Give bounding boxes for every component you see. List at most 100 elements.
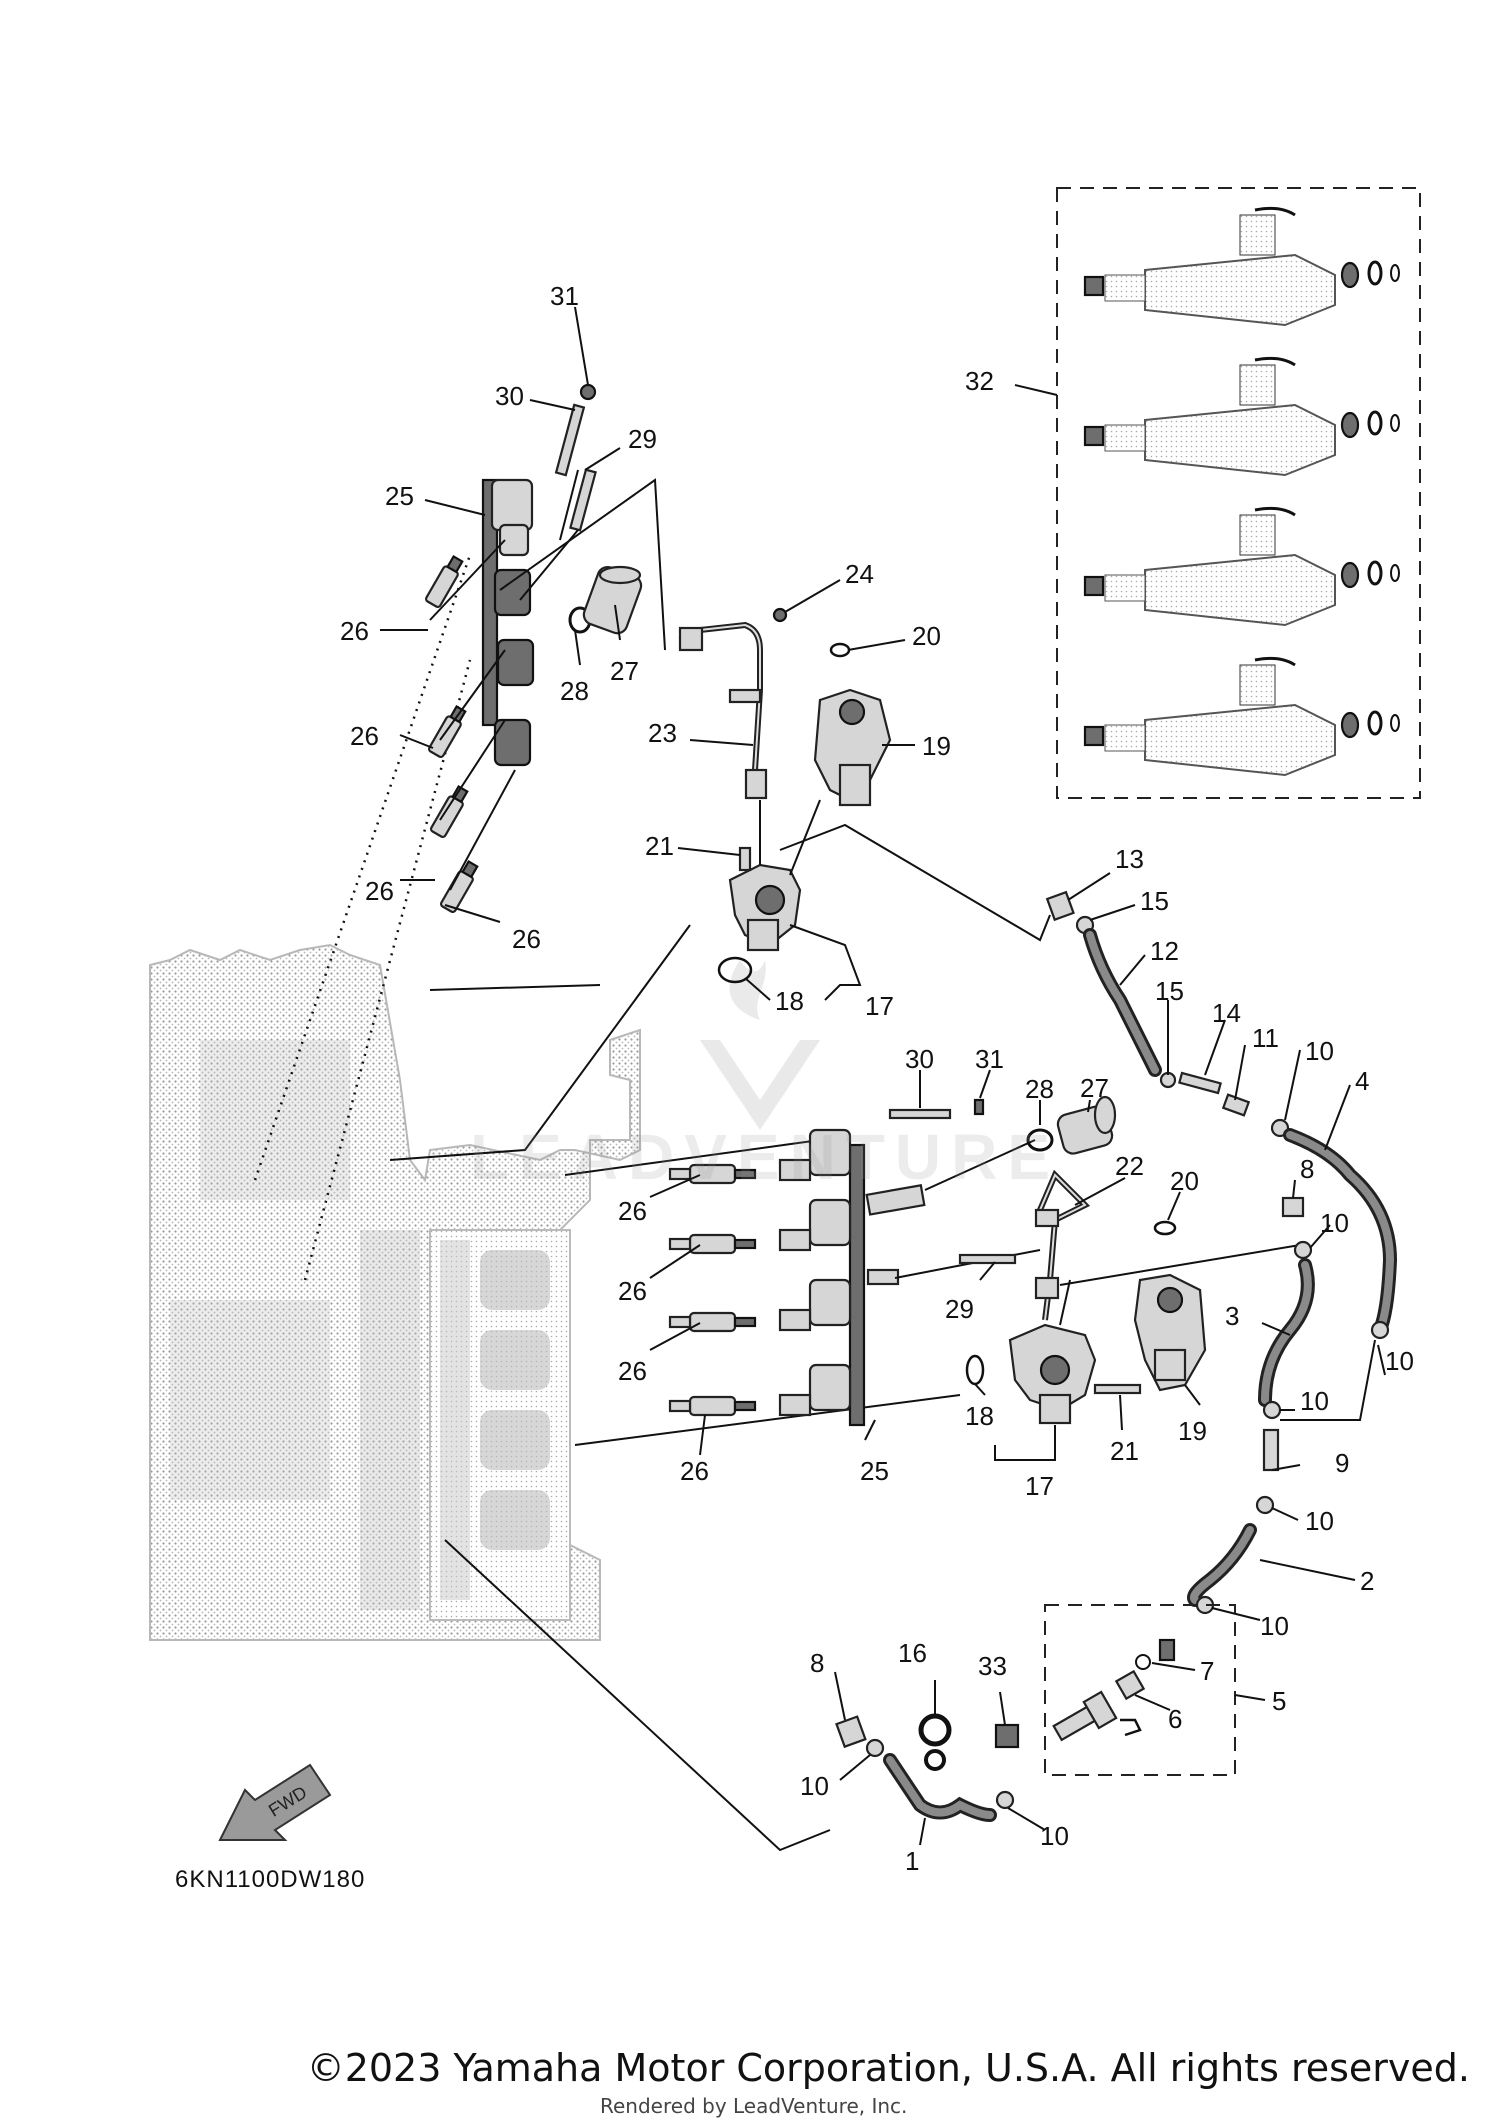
upper-pump-body-19	[813, 688, 892, 807]
leader-lines	[380, 306, 1386, 1846]
upper-injectors	[424, 539, 516, 914]
upper-oring-20	[829, 642, 851, 658]
callout-4: 4	[1355, 1066, 1369, 1096]
callout-22: 22	[1115, 1151, 1144, 1181]
callout-8-lower: 8	[810, 1648, 824, 1678]
lower-damper-27	[1056, 1095, 1117, 1155]
callout-24: 24	[845, 559, 874, 589]
callout-10-b: 10	[1320, 1208, 1349, 1238]
callout-8-upper: 8	[1300, 1154, 1314, 1184]
callout-31-upper: 31	[550, 281, 579, 311]
callout-23: 23	[648, 718, 677, 748]
callout-26-lower-a: 26	[618, 1196, 647, 1226]
lower-bolt-29	[958, 1253, 1017, 1265]
callout-29-upper: 29	[628, 424, 657, 454]
upper-bolt-30	[554, 383, 597, 541]
callout-29-lower: 29	[945, 1294, 974, 1324]
lower-fuel-pipe-22	[1034, 1169, 1091, 1321]
callout-17-upper: 17	[865, 991, 894, 1021]
callout-5: 5	[1272, 1686, 1286, 1716]
upper-bolt-21	[738, 846, 752, 872]
lower-oring-18	[965, 1354, 985, 1386]
callout-26-lower-b: 26	[618, 1276, 647, 1306]
callout-26-upper-b: 26	[350, 721, 379, 751]
assembly-lines	[253, 554, 1051, 1852]
callout-18-lower: 18	[965, 1401, 994, 1431]
injector-set-32	[1083, 206, 1400, 777]
callout-7: 7	[1200, 1656, 1214, 1686]
callout-18-upper: 18	[775, 986, 804, 1016]
callout-19-upper: 19	[922, 731, 951, 761]
callout-10-e: 10	[1305, 1506, 1334, 1536]
watermark-logo	[700, 960, 820, 1130]
callout-10-c: 10	[1385, 1346, 1414, 1376]
callout-21-upper: 21	[645, 831, 674, 861]
callout-30-upper: 30	[495, 381, 524, 411]
callout-2: 2	[1360, 1566, 1374, 1596]
injector-set-box	[1056, 187, 1421, 799]
diagram-code: 6KN1100DW180	[175, 1866, 366, 1893]
callout-27-lower: 27	[1080, 1073, 1109, 1103]
lower-hose-1	[835, 1713, 1020, 1822]
callout-20-lower: 20	[1170, 1166, 1199, 1196]
lower-oring-20	[1153, 1220, 1177, 1236]
callout-30-lower: 30	[905, 1044, 934, 1074]
callout-6: 6	[1168, 1704, 1182, 1734]
callout-31-lower: 31	[975, 1044, 1004, 1074]
callout-26-upper-a: 26	[340, 616, 369, 646]
callout-16: 16	[898, 1638, 927, 1668]
callout-25-upper: 25	[385, 481, 414, 511]
callout-11: 11	[1252, 1023, 1279, 1053]
callout-10-a: 10	[1305, 1036, 1334, 1066]
callout-1: 1	[905, 1846, 919, 1876]
lower-pump-body-19	[1133, 1273, 1207, 1392]
upper-pump-17	[728, 799, 821, 952]
lower-fuel-rail	[778, 1128, 926, 1427]
callout-13: 13	[1115, 844, 1144, 874]
upper-oring-18	[717, 956, 753, 984]
callout-15-b: 15	[1155, 976, 1184, 1006]
hose-assembly-right	[1187, 1196, 1390, 1615]
lower-bolt-30	[888, 1108, 952, 1120]
filter-assembly-5	[1052, 1638, 1176, 1742]
upper-fuel-rail	[481, 478, 535, 767]
copyright-notice: ©2023 Yamaha Motor Corporation, U.S.A. A…	[306, 2046, 1470, 2090]
callout-19-lower: 19	[1178, 1416, 1207, 1446]
callout-28-upper: 28	[560, 676, 589, 706]
callout-9: 9	[1335, 1448, 1349, 1478]
callout-21-lower: 21	[1110, 1436, 1139, 1466]
render-credit: Rendered by LeadVenture, Inc.	[600, 2094, 908, 2118]
callout-10-d: 10	[1300, 1386, 1329, 1416]
fwd-arrow: FWD	[218, 1763, 332, 1841]
callout-20-upper: 20	[912, 621, 941, 651]
callout-26-lower-c: 26	[618, 1356, 647, 1386]
callout-labels: 31 30 29 25 26 28 27 26 26 26 24 23 20 1…	[340, 281, 1414, 1876]
callout-15-a: 15	[1140, 886, 1169, 916]
callout-12: 12	[1150, 936, 1179, 966]
lower-pump-17	[1008, 1279, 1097, 1425]
callout-26-lower-d: 26	[680, 1456, 709, 1486]
lower-bolt-31	[973, 1098, 985, 1116]
callout-33: 33	[978, 1651, 1007, 1681]
upper-bolt-24	[772, 607, 788, 623]
callout-14: 14	[1212, 998, 1241, 1028]
callout-10-f: 10	[1260, 1611, 1289, 1641]
lower-injectors	[668, 1163, 757, 1417]
watermark-text: LEADVENTURE	[470, 1121, 1061, 1193]
callout-3: 3	[1225, 1301, 1239, 1331]
callout-26-upper-d: 26	[512, 924, 541, 954]
callout-32: 32	[965, 366, 994, 396]
lower-oring-28	[1026, 1128, 1054, 1152]
callout-26-upper-c: 26	[365, 876, 394, 906]
callout-17-lower: 17	[1025, 1471, 1054, 1501]
upper-damper-27	[582, 565, 643, 635]
callout-28-lower: 28	[1025, 1074, 1054, 1104]
lower-bolt-21	[1093, 1383, 1142, 1395]
callout-10-h: 10	[1040, 1821, 1069, 1851]
callout-10-g: 10	[800, 1771, 829, 1801]
callout-27-upper: 27	[610, 656, 639, 686]
callout-25-lower: 25	[860, 1456, 889, 1486]
upper-fuel-pipe-23	[678, 621, 768, 800]
filter-assembly-box	[1044, 1604, 1236, 1776]
